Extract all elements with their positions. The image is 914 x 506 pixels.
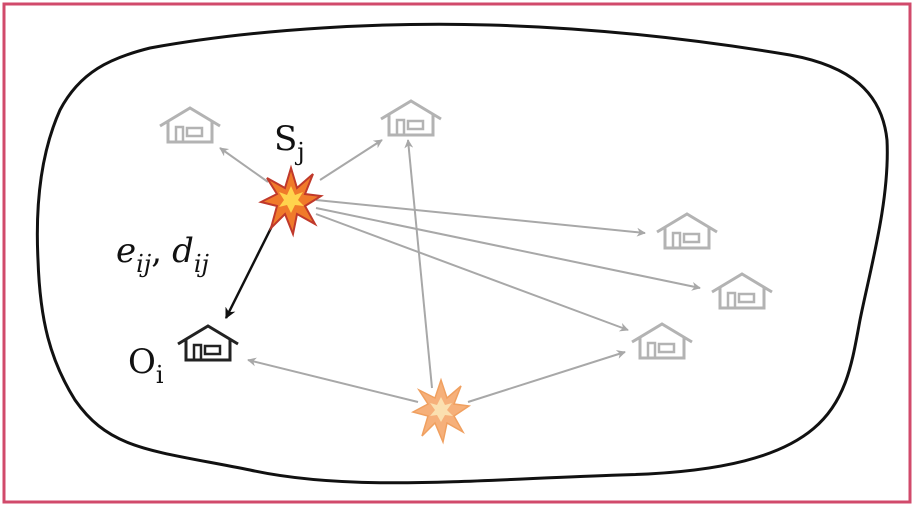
active-flow-arrow xyxy=(224,225,274,319)
origin-label: Oi xyxy=(128,342,164,389)
flow-arrow xyxy=(315,207,701,291)
flow-arrow xyxy=(467,350,626,403)
edge-label-d-subscript: ij xyxy=(194,250,210,278)
source-label-main: S xyxy=(274,119,297,159)
explosion-icon xyxy=(410,377,472,445)
house-icon xyxy=(655,212,719,250)
edge-label: eij,dij xyxy=(116,231,210,278)
edge-label-d: d xyxy=(172,231,194,271)
flow-arrow xyxy=(319,139,383,181)
region-outline xyxy=(35,22,889,485)
edge-label-e-subscript: ij xyxy=(136,250,152,278)
house-icon xyxy=(158,106,222,144)
edge-label-e: e xyxy=(116,231,136,271)
edge-label-separator: , xyxy=(151,231,162,271)
flow-arrow xyxy=(404,139,433,389)
flow-arrows-from-second-source xyxy=(247,139,626,403)
flow-arrows-from-source xyxy=(219,139,701,332)
flow-arrow xyxy=(247,357,419,403)
source-label: Sj xyxy=(274,119,305,166)
flow-arrow xyxy=(315,199,646,237)
origin-label-main: O xyxy=(128,342,156,382)
house-icon xyxy=(176,324,240,362)
flow-arrow xyxy=(315,213,629,332)
flow-arrow xyxy=(219,147,269,183)
source-label-subscript: j xyxy=(294,138,304,166)
house-icon xyxy=(710,272,774,310)
origin-label-subscript: i xyxy=(156,361,164,389)
house-icon xyxy=(630,322,694,360)
explosion-icon xyxy=(258,164,324,238)
house-icon xyxy=(379,99,443,137)
